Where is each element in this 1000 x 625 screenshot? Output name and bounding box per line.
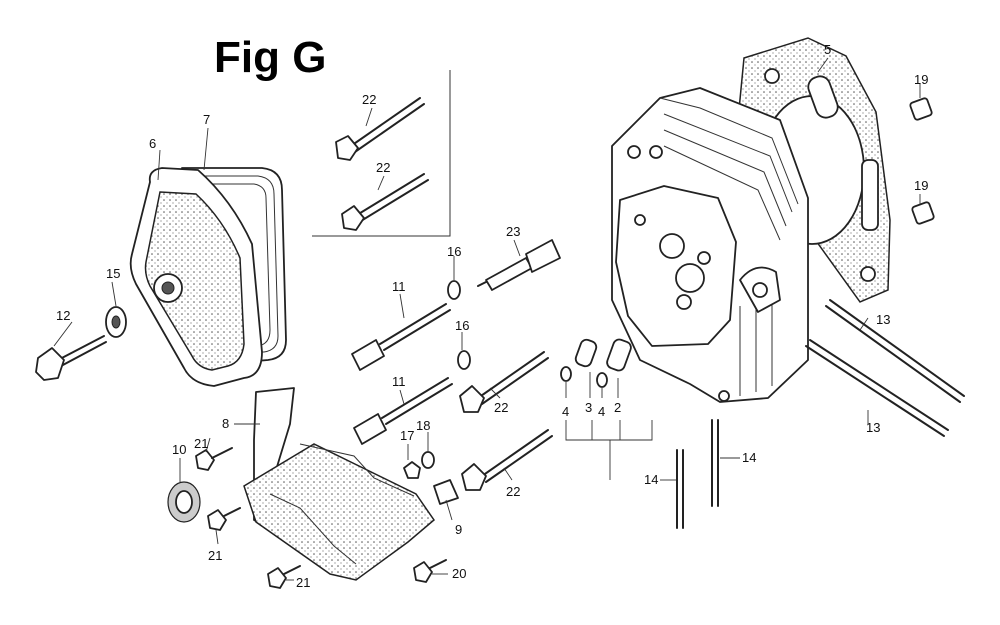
oil-seal <box>167 481 201 523</box>
leader-lines <box>53 57 921 581</box>
label-16-lower: 16 <box>455 318 469 333</box>
flange-bolt-lower <box>461 429 553 491</box>
label-20: 20 <box>452 566 466 581</box>
label-12: 12 <box>56 308 70 323</box>
valve-clip-left <box>560 366 572 382</box>
valve-bracket-leaders <box>565 420 653 480</box>
label-16-upper: 16 <box>447 244 461 259</box>
flange-bolt-upper <box>459 351 549 413</box>
label-14-right: 14 <box>742 450 756 465</box>
label-21-upper: 21 <box>194 436 208 451</box>
stud-14-right <box>711 419 719 507</box>
valve-spring-retainer <box>574 338 598 368</box>
valve-clip-right <box>596 372 608 388</box>
clip-9 <box>433 479 459 505</box>
label-18: 18 <box>416 418 430 433</box>
label-10: 10 <box>172 442 186 457</box>
label-4-right: 4 <box>598 404 605 419</box>
label-22-lower: 22 <box>506 484 520 499</box>
label-21-middle: 21 <box>208 548 222 563</box>
label-2: 2 <box>614 400 621 415</box>
stud-14-left <box>676 449 684 529</box>
inset-frame <box>312 70 451 237</box>
label-22-inset-lower: 22 <box>376 160 390 175</box>
label-19-upper: 19 <box>914 72 928 87</box>
label-17: 17 <box>400 428 414 443</box>
dowel-pin-lower <box>911 201 935 225</box>
washer-lower <box>457 350 471 370</box>
cover-bolt <box>35 335 107 381</box>
sealing-washer <box>105 306 127 338</box>
stud-11-upper <box>351 303 451 371</box>
label-11-lower: 11 <box>392 374 406 389</box>
inset-bolt-lower <box>341 173 429 231</box>
label-21-lower: 21 <box>296 575 310 590</box>
label-15: 15 <box>106 266 120 281</box>
bolt-21-lower <box>267 565 301 589</box>
head-cover <box>129 167 263 387</box>
label-22-inset-upper: 22 <box>362 92 376 107</box>
spark-plug <box>477 239 561 291</box>
label-11-upper: 11 <box>392 279 406 294</box>
label-8: 8 <box>222 416 229 431</box>
nut-17 <box>403 461 421 479</box>
figure-title: Fig G <box>214 33 327 82</box>
stud-bolt-lower <box>805 339 949 437</box>
label-9: 9 <box>455 522 462 537</box>
bolt-21-upper <box>195 447 233 471</box>
label-3: 3 <box>585 400 592 415</box>
bolt-20 <box>413 559 447 583</box>
part-labels: 5 6 7 8 9 10 11 11 12 13 13 14 14 15 16 … <box>56 42 928 590</box>
stud-11-lower <box>353 377 453 445</box>
label-19-lower: 19 <box>914 178 928 193</box>
label-22-upper: 22 <box>494 400 508 415</box>
washer-upper <box>447 280 461 300</box>
label-23: 23 <box>506 224 520 239</box>
bolt-21-middle <box>207 507 241 531</box>
washer-18 <box>421 451 435 469</box>
label-6: 6 <box>149 136 156 151</box>
valve-stem-seal <box>606 338 632 372</box>
cylinder-head <box>611 87 809 403</box>
label-7: 7 <box>203 112 210 127</box>
label-14-left: 14 <box>644 472 658 487</box>
guide-plate <box>243 387 436 581</box>
label-13-upper: 13 <box>876 312 890 327</box>
stud-bolt-upper <box>825 299 965 403</box>
label-4-left: 4 <box>562 404 569 419</box>
label-5: 5 <box>824 42 831 57</box>
inset-bolt-upper <box>335 97 425 161</box>
dowel-pin-upper <box>909 97 933 121</box>
label-13-lower: 13 <box>866 420 880 435</box>
